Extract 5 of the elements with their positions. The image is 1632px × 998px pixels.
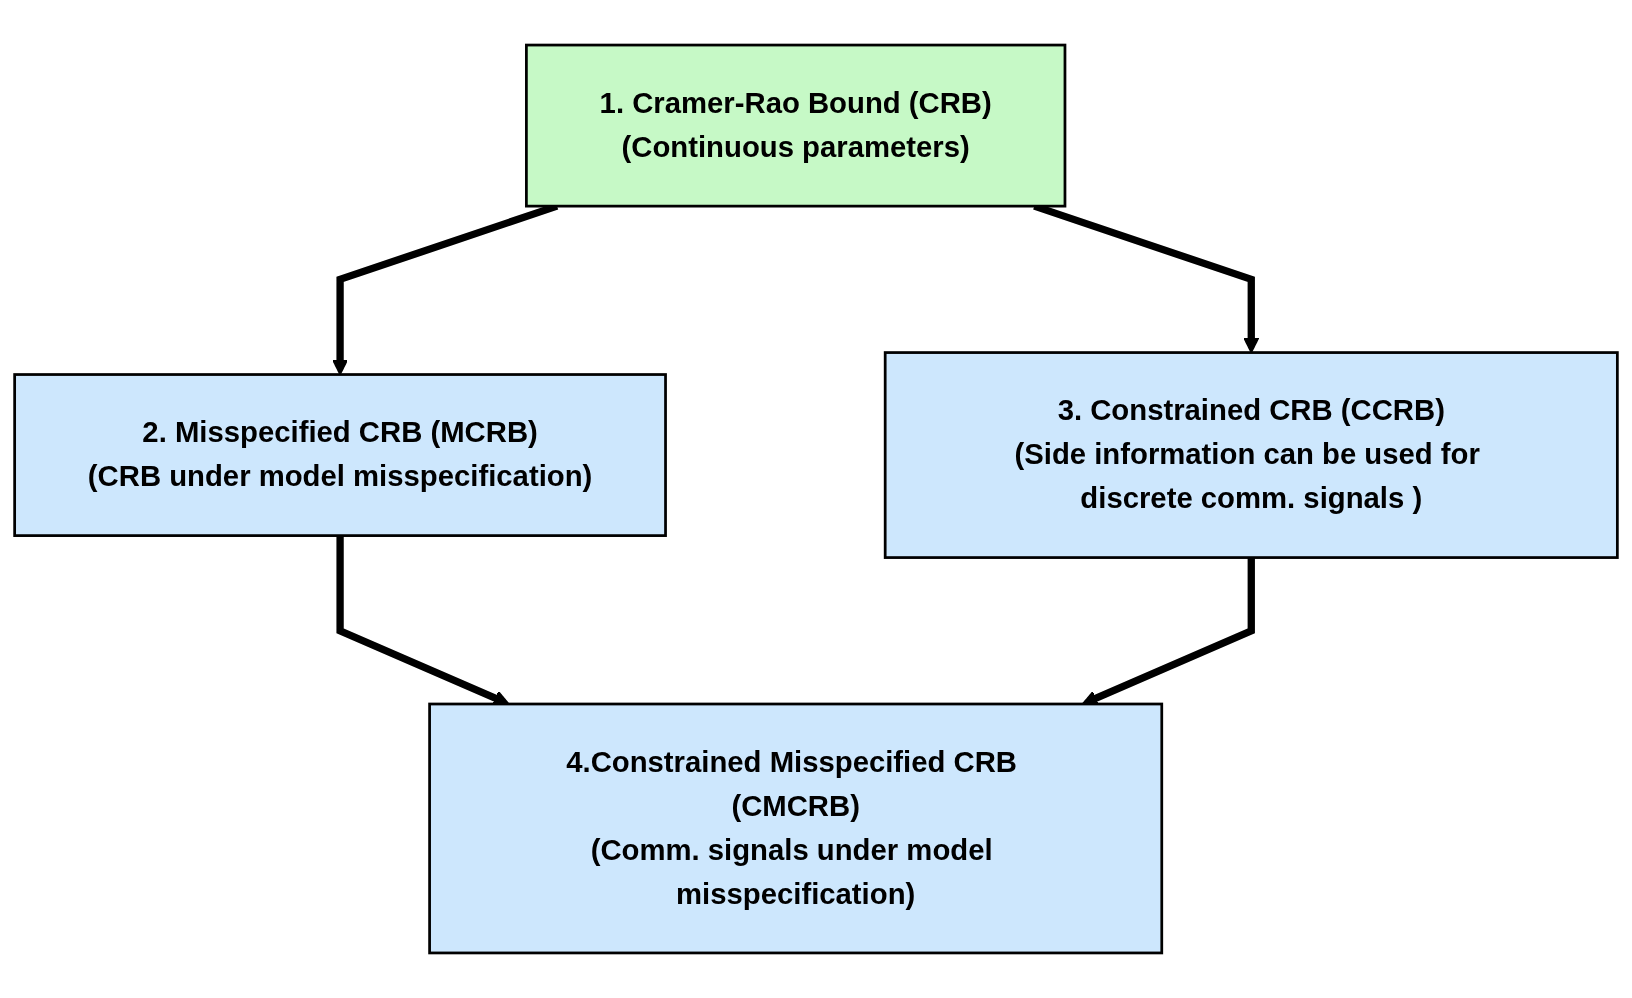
node-box: 2. Misspecified CRB (MCRB) (CRB under model misspecification) xyxy=(13,373,667,537)
node-box: 1. Cramer-Rao Bound (CRB) (Continuous parameters) xyxy=(525,43,1067,208)
node-box: 4.Constrained Misspecified CRB (CMCRB) (Comm. signals under model misspecification) xyxy=(428,702,1164,955)
arrow xyxy=(1081,557,1255,706)
node-box: 3. Constrained CRB (CCRB) (Side information can be used for discrete comm. signals ) xyxy=(883,351,1619,559)
